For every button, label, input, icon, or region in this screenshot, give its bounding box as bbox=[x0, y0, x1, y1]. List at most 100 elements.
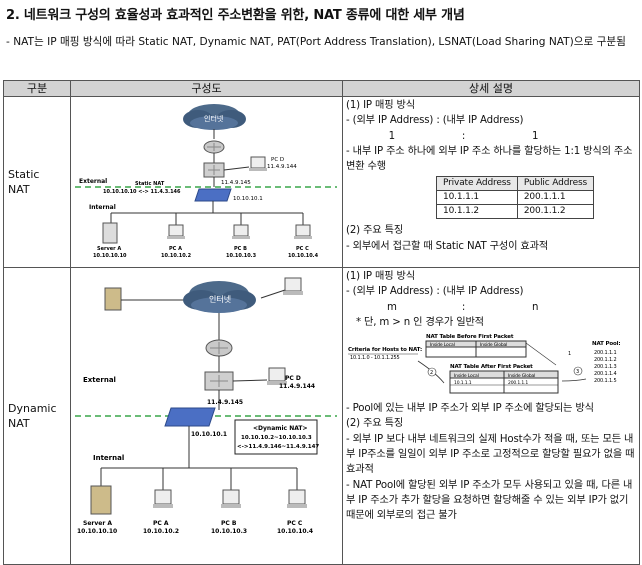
fig-after-global: Inside Global bbox=[508, 373, 535, 379]
dynamic-nat-diagram: 인터넷 bbox=[70, 267, 343, 565]
mapping-tag: 10.10.10.10 <-> 11.4.3.146 bbox=[103, 189, 181, 195]
pc-a-ip: 10.10.10.2 bbox=[143, 528, 179, 535]
fig-after-local-val: 10.1.1.1 bbox=[454, 380, 472, 386]
fig-step-1: 1 bbox=[568, 351, 571, 357]
table-row: 10.1.1.2 200.1.1.2 bbox=[436, 204, 595, 220]
static-h1: (1) IP 매핑 방식 bbox=[346, 100, 415, 111]
fig-pool-4: 200.1.1.4 bbox=[594, 371, 617, 377]
pc-b-name: PC B bbox=[221, 520, 237, 527]
fig-pool-5: 200.1.1.5 bbox=[594, 378, 617, 384]
static-nat-description: (1) IP 매핑 방식 - (외부 IP Address) : (내부 IP … bbox=[342, 96, 640, 268]
static-nat-tag: Static NAT bbox=[135, 181, 165, 187]
pc-d-icon bbox=[267, 367, 287, 385]
pc-c-icon bbox=[294, 224, 312, 239]
pc-b-ip: 10.10.10.3 bbox=[226, 253, 257, 259]
external-label: External bbox=[79, 178, 107, 185]
dynamic-h1: (1) IP 매핑 방식 bbox=[346, 271, 415, 282]
static-nat-row: Static NAT 인터넷 bbox=[3, 96, 640, 268]
cloud-label: 인터넷 bbox=[209, 294, 231, 304]
dynamic-map: - (외부 IP Address) : (내부 IP Address) bbox=[346, 286, 524, 298]
switch-ip: 10.10.10.1 bbox=[191, 431, 227, 438]
dynamic-feature-1: - 외부 IP 보다 내부 네트워크의 실제 Host수가 적을 때, 또는 모… bbox=[346, 433, 635, 476]
dynamic-h2: (2) 주요 특징 bbox=[346, 418, 404, 430]
dynamic-nat-description: (1) IP 매핑 방식 - (외부 IP Address) : (내부 IP … bbox=[342, 267, 640, 565]
pc-b-icon bbox=[221, 489, 241, 508]
pc-a-icon bbox=[153, 489, 173, 508]
dynamic-feature-2: - NAT Pool에 할당된 외부 IP 주소가 모두 사용되고 있을 때, … bbox=[346, 479, 633, 522]
dynamic-pool-note: - Pool에 있는 내부 IP 주소가 외부 IP 주소에 할당되는 방식 bbox=[346, 403, 594, 415]
cloud-label: 인터넷 bbox=[204, 114, 224, 123]
dynamic-ratio: m : n bbox=[386, 301, 539, 313]
pc-d-ip: 11.4.9.144 bbox=[267, 164, 297, 170]
server-a-name: Server A bbox=[83, 520, 112, 527]
pc-a-icon bbox=[167, 224, 185, 239]
fig-after-global-val: 200.1.1.1 bbox=[508, 380, 528, 386]
server-a-icon bbox=[102, 222, 118, 244]
fig-criteria: Criteria for Hosts to NAT: bbox=[348, 347, 422, 353]
external-label: External bbox=[83, 376, 116, 384]
static-nat-diagram: 인터넷 bbox=[70, 96, 343, 268]
pc-c-icon bbox=[287, 489, 307, 508]
dynamic-nat-row: Dynamic NAT 인터넷 bbox=[3, 267, 640, 565]
server-a-ip: 10.10.10.10 bbox=[93, 253, 127, 259]
address-table: Private Address Public Address 10.1.1.1 … bbox=[436, 176, 595, 220]
pc-d-icon bbox=[249, 156, 267, 171]
internet-cloud-icon bbox=[183, 104, 246, 130]
fig-pool-title: NAT Pool: bbox=[592, 341, 620, 347]
fig-step-2: 2 bbox=[430, 370, 433, 376]
box-title: <Dynamic NAT> bbox=[253, 425, 308, 432]
fig-after-title: NAT Table After First Packet bbox=[450, 364, 533, 370]
server-a-ip: 10.10.10.10 bbox=[77, 528, 117, 535]
fig-range: 10.1.1.0 - 10.1.1.255 bbox=[350, 355, 400, 361]
pc-a-ip: 10.10.10.2 bbox=[161, 253, 192, 259]
static-note: - 내부 IP 주소 하나에 외부 IP 주소 하나를 할당하는 1:1 방식의… bbox=[346, 145, 633, 173]
section-title: 2. 네트워크 구성의 효율성과 효과적인 주소변환을 위한, NAT 종류에 … bbox=[6, 8, 465, 23]
static-topology: 인터넷 bbox=[75, 104, 337, 259]
switch-ip: 10.10.10.1 bbox=[233, 196, 263, 202]
pc-b-icon bbox=[232, 224, 250, 239]
fig-before-title: NAT Table Before First Packet bbox=[426, 334, 514, 340]
server-icon bbox=[104, 287, 122, 311]
pc-b-name: PC B bbox=[234, 246, 247, 252]
pc-d-name: PC D bbox=[271, 157, 284, 163]
fig-after-local: Inside Local bbox=[454, 373, 479, 379]
pc-c-name: PC C bbox=[296, 246, 309, 252]
fig-step-3: 3 bbox=[576, 369, 579, 375]
fig-pool-1: 200.1.1.1 bbox=[594, 350, 617, 356]
static-nat-label: Static NAT bbox=[3, 96, 71, 268]
static-h2: (2) 주요 특징 bbox=[346, 225, 404, 237]
addr-header-public: Public Address bbox=[516, 176, 595, 192]
pc-d-name: PC D bbox=[285, 375, 301, 382]
l3-switch-icon bbox=[203, 162, 225, 178]
nat-table: 구분 구성도 상세 설명 Static NAT 인터넷 bbox=[3, 80, 640, 565]
pc-c-ip: 10.10.10.4 bbox=[277, 528, 313, 535]
dynamic-topology: 인터넷 bbox=[75, 277, 337, 535]
intro-text: - NAT는 IP 매핑 방식에 따라 Static NAT, Dynamic … bbox=[6, 36, 626, 48]
header-type: 구분 bbox=[3, 80, 71, 97]
pc-c-ip: 10.10.10.4 bbox=[288, 253, 319, 259]
table-row: 10.1.1.1 200.1.1.1 bbox=[436, 190, 595, 206]
router-ip: 11.4.9.145 bbox=[221, 180, 251, 186]
dynamic-nat-box bbox=[234, 419, 318, 455]
pc-a-name: PC A bbox=[153, 520, 169, 527]
fig-pool-2: 200.1.1.2 bbox=[594, 357, 617, 363]
fig-before-local: Inside Local bbox=[430, 342, 455, 348]
nat-switch-icon bbox=[194, 188, 232, 202]
fig-pool-3: 200.1.1.3 bbox=[594, 364, 617, 370]
pc-d-ip: 11.4.9.144 bbox=[279, 383, 315, 390]
server-a-icon bbox=[90, 485, 112, 515]
header-description: 상세 설명 bbox=[342, 80, 640, 97]
static-feature: - 외부에서 접근할 때 Static NAT 구성이 효과적 bbox=[346, 240, 549, 252]
fig-before-global: Inside Global bbox=[480, 342, 507, 348]
pc-a-name: PC A bbox=[169, 246, 182, 252]
router-icon bbox=[203, 140, 225, 154]
table-header-row: 구분 구성도 상세 설명 bbox=[3, 80, 640, 97]
pc-b-ip: 10.10.10.3 bbox=[211, 528, 247, 535]
pc-icon bbox=[283, 277, 303, 295]
box-line-2: <->11.4.9.146~11.4.9.147 bbox=[237, 444, 319, 450]
internal-label: Internal bbox=[93, 454, 124, 462]
l3-switch-icon bbox=[204, 371, 234, 391]
nat-table-figure: NAT Table Before First Packet Inside Loc… bbox=[348, 334, 621, 394]
box-line-1: 10.10.10.2~10.10.10.3 bbox=[241, 435, 312, 441]
